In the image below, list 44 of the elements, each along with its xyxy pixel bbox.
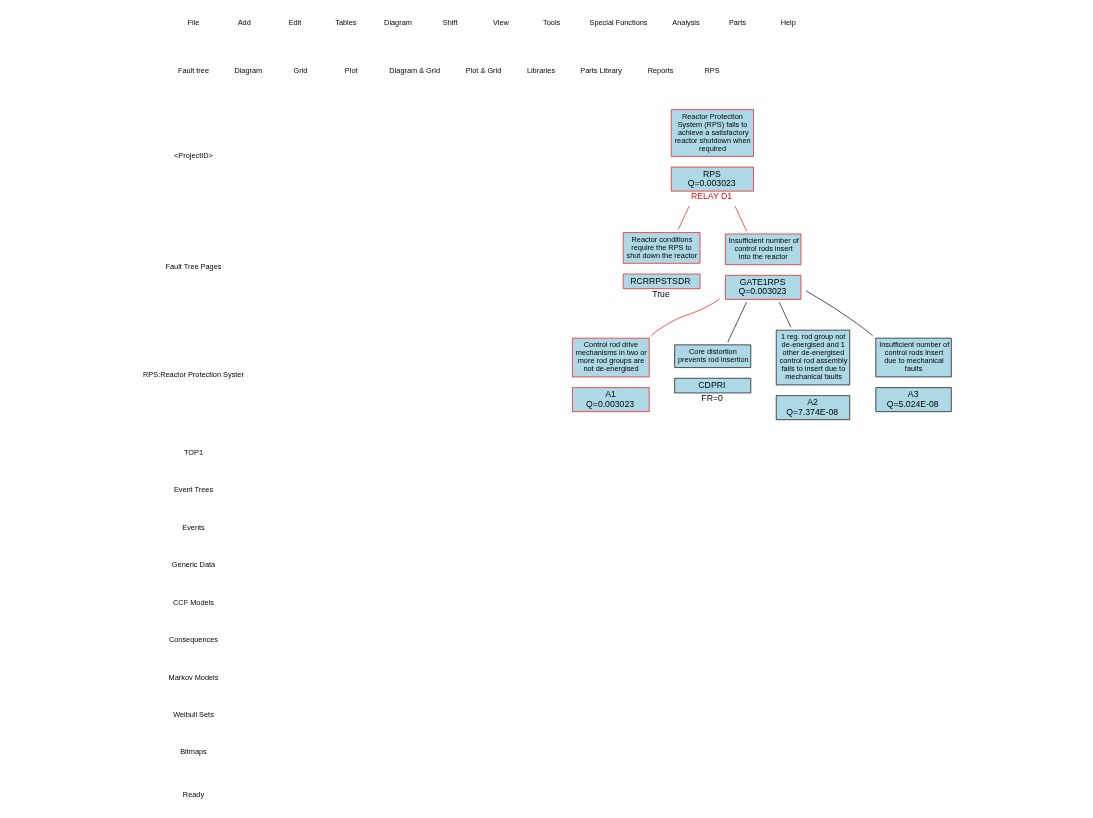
label: Consequences	[168, 635, 218, 645]
label: Analysis	[671, 17, 700, 27]
label: Special Functions	[589, 17, 647, 27]
label: Parts Library	[579, 65, 622, 75]
label: Ready	[182, 790, 204, 800]
label: Generic Data	[171, 560, 215, 570]
label: <ProjectID>	[173, 151, 213, 161]
label: Edit	[288, 17, 301, 27]
label: Markov Models	[168, 672, 218, 682]
label: Tools	[542, 17, 560, 27]
label: Add	[237, 17, 251, 27]
label: Libraries	[526, 65, 555, 75]
label: Parts	[728, 17, 746, 27]
label: Events	[181, 522, 205, 532]
label: Reports	[647, 65, 673, 75]
connector	[805, 290, 873, 336]
node-label: True	[651, 288, 670, 299]
label: Weibull Sets	[172, 709, 214, 719]
label: TOP1	[183, 447, 203, 457]
label: Plot & Grid	[465, 65, 501, 75]
label: Fault tree	[177, 65, 209, 75]
label: RPS:Reactor Protection Syster	[142, 369, 244, 379]
label: Grid	[292, 65, 307, 75]
label: File	[187, 17, 199, 27]
label: Shift	[442, 17, 457, 27]
label: Plot	[344, 65, 358, 75]
label: Fault Tree Pages	[165, 261, 221, 271]
node-label: FR=0	[700, 393, 723, 404]
label: Help	[780, 17, 796, 27]
label: Tables	[334, 17, 356, 27]
connector	[650, 298, 720, 336]
connector	[727, 302, 747, 343]
label: RPS	[704, 65, 720, 75]
label: View	[492, 17, 509, 27]
label: CCF Models	[172, 597, 214, 607]
label: Diagram	[383, 17, 412, 27]
label: Event Trees	[173, 485, 213, 495]
label: Diagram	[233, 65, 262, 75]
connector	[677, 205, 690, 230]
label: Bitmaps	[179, 747, 207, 757]
connector	[778, 302, 791, 328]
label: Diagram & Grid	[388, 65, 440, 75]
connector	[734, 205, 747, 232]
node-label: RELAY D1	[690, 191, 732, 202]
